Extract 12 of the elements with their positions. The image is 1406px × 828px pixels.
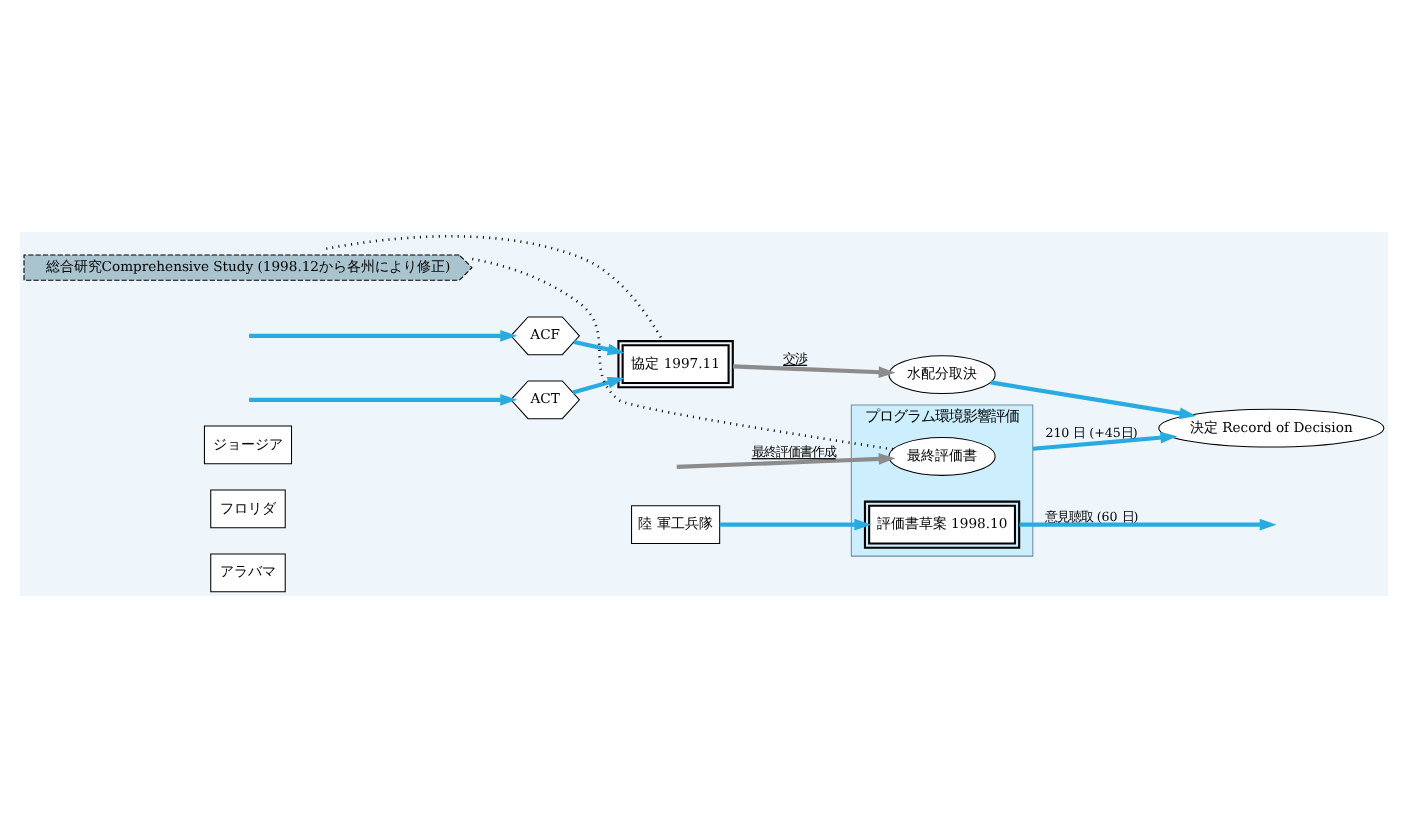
arrow	[572, 339, 624, 356]
arrow	[248, 329, 517, 342]
arrow	[989, 380, 1196, 420]
connector	[325, 235, 663, 342]
arrow	[571, 376, 624, 395]
arrow	[1018, 518, 1276, 531]
arrow	[1031, 431, 1177, 451]
connector	[471, 257, 893, 451]
arrow	[731, 364, 895, 379]
arrow	[675, 453, 895, 470]
arrow	[718, 518, 871, 531]
arrow	[248, 393, 517, 406]
